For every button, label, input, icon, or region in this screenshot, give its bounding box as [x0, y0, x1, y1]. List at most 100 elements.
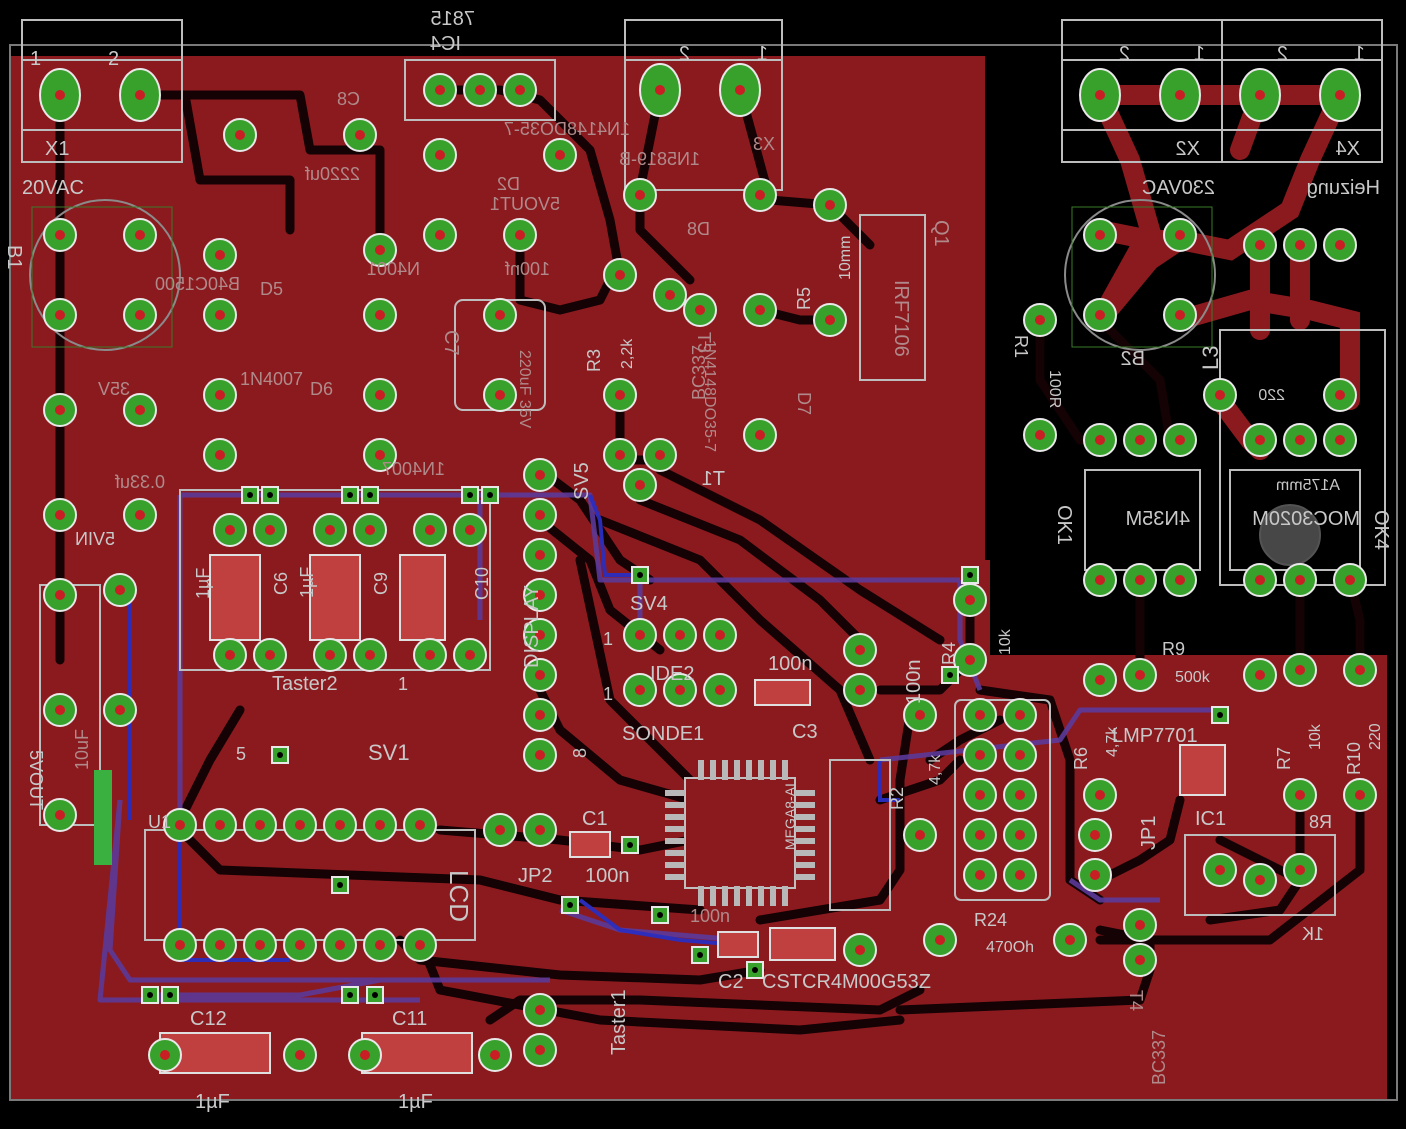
label-jp1: JP1: [1138, 816, 1160, 850]
label-q1: Q1: [930, 220, 952, 247]
pad-drill: [1035, 315, 1045, 325]
through-hole-pads: [39, 63, 1377, 1072]
label-display: DISPLAY: [521, 585, 543, 668]
pad-drill: [1255, 90, 1265, 100]
pad-drill: [375, 820, 385, 830]
pad-drill: [175, 940, 185, 950]
label-d2: D2: [497, 174, 520, 194]
pad-drill: [1345, 575, 1355, 585]
pad-drill: [1335, 240, 1345, 250]
pad-drill: [225, 525, 235, 535]
pad-drill: [975, 790, 985, 800]
label-c1-value: 100n: [585, 865, 630, 887]
pad-drill: [435, 85, 445, 95]
pad-drill: [175, 820, 185, 830]
pad-drill: [415, 820, 425, 830]
label-lmp: LMP7701: [1112, 725, 1198, 747]
pad-drill: [1255, 240, 1265, 250]
pad-drill: [825, 200, 835, 210]
pad-drill: [115, 585, 125, 595]
pad-drill: [975, 830, 985, 840]
label-c8: C8: [337, 89, 360, 109]
label-c7: C7: [440, 330, 462, 356]
bottom-traces: [97, 492, 1220, 1003]
rectifier-bodies: [29, 199, 1321, 566]
pad-drill: [1335, 435, 1345, 445]
pad-drill: [55, 510, 65, 520]
label-x3-pin1: 1: [757, 43, 768, 65]
pad-drill: [515, 230, 525, 240]
b2-keepout: [1071, 206, 1213, 348]
pad-drill: [935, 935, 945, 945]
pad-drill: [325, 525, 335, 535]
label-r6: R6: [1071, 747, 1091, 770]
label-sv5: SV5: [571, 462, 593, 500]
pad-drill: [975, 870, 985, 880]
label-x4: X4: [1336, 138, 1360, 160]
label-t3: T3: [694, 332, 714, 353]
board-outline: [9, 44, 1398, 1101]
pad-drill: [1095, 310, 1105, 320]
label-sonde1: SONDE1: [622, 723, 704, 745]
label-jp2: JP2: [518, 865, 552, 887]
pad-drill: [715, 685, 725, 695]
label-20vac: 20VAC: [22, 177, 84, 199]
pad-drill: [215, 450, 225, 460]
pad-drill: [535, 590, 545, 600]
label-r6-value: 4,7k: [1104, 726, 1121, 757]
pad-drill: [255, 940, 265, 950]
pad-drill: [535, 750, 545, 760]
label-5vin: 5VIN: [75, 529, 115, 549]
pad-drill: [335, 940, 345, 950]
pad-drill: [375, 390, 385, 400]
pad-drill: [1065, 935, 1075, 945]
label-sv1-pin5: 5: [236, 744, 246, 764]
label-c1uf2: 1µF: [297, 567, 317, 598]
pad-drill: [1335, 90, 1345, 100]
label-c11: C11: [392, 1008, 427, 1030]
pad-drill: [635, 190, 645, 200]
label-t3-type: BC337: [689, 345, 709, 400]
via-drill: [372, 992, 378, 998]
pad-drill: [55, 590, 65, 600]
pad-drill: [655, 450, 665, 460]
label-t1: T1: [702, 468, 725, 490]
via-drill: [487, 492, 493, 498]
label-5vout: 5VOUT: [26, 750, 46, 810]
label-l3: L3: [1198, 346, 1223, 370]
pad-drill: [375, 450, 385, 460]
pad-drill: [1095, 675, 1105, 685]
label-r4-value: 10k: [997, 628, 1014, 655]
label-r5: R5: [794, 287, 814, 310]
label-t4: T4: [1126, 990, 1146, 1011]
pad-drill: [1135, 955, 1145, 965]
via-drill: [247, 492, 253, 498]
label-r3-value: 2,2k: [619, 338, 636, 369]
pad-drill: [855, 645, 865, 655]
pad-drill: [360, 1050, 370, 1060]
pad-drill: [1175, 230, 1185, 240]
label-ok4: OK4: [1370, 510, 1392, 550]
pad-drill: [535, 510, 545, 520]
label-lcd: LCD: [444, 870, 474, 922]
via-drill: [657, 912, 663, 918]
label-r10-value: 220: [1367, 723, 1384, 750]
label-x4-pin2: 2: [1277, 43, 1288, 65]
pad-drill: [335, 820, 345, 830]
label-c3: C3: [792, 721, 818, 743]
label-sv1: SV1: [368, 740, 410, 765]
pad-drill: [755, 430, 765, 440]
label-r24: R24: [974, 910, 1007, 930]
pad-drill: [1015, 790, 1025, 800]
pad-drill: [115, 705, 125, 715]
label-d8: D8: [687, 219, 710, 239]
pad-drill: [1355, 790, 1365, 800]
label-x1-pin2: 2: [108, 48, 119, 70]
pad-drill: [915, 830, 925, 840]
label-c9: C9: [371, 572, 391, 595]
pad-drill: [1175, 90, 1185, 100]
via-drill: [367, 492, 373, 498]
label-r3: R3: [584, 349, 604, 372]
label-pin1-b: 1: [603, 684, 613, 704]
